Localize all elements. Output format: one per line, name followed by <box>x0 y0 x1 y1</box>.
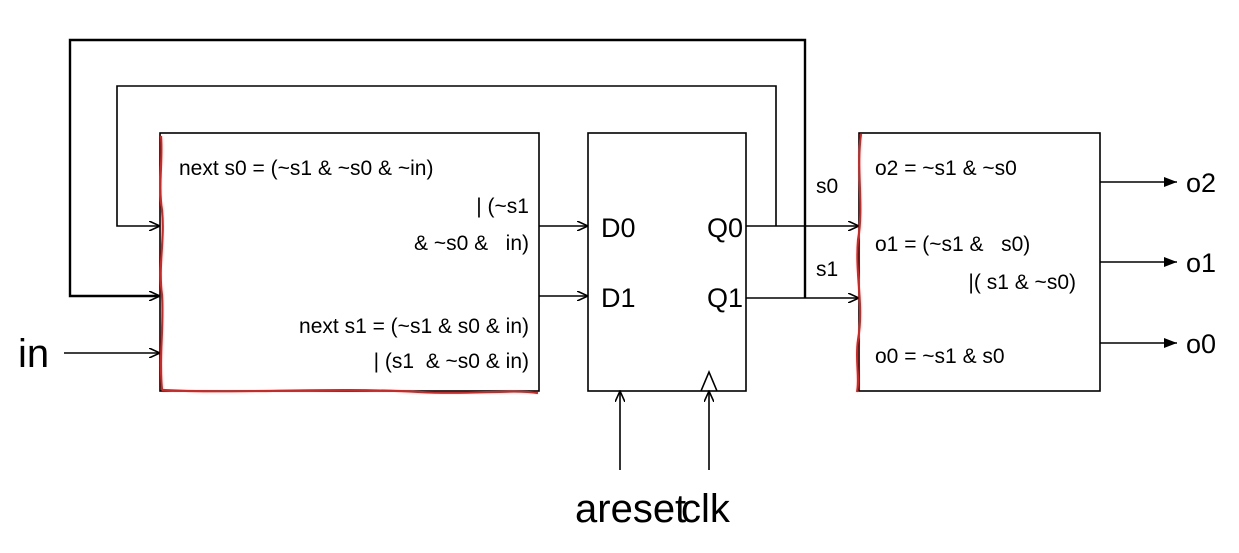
signal-s1-label: s1 <box>816 258 838 281</box>
red-annotation-right <box>855 133 863 393</box>
eq-s0-line2: | (~s1 <box>476 195 529 218</box>
output-o2-label: o2 <box>1186 168 1216 198</box>
clk-label: clk <box>681 487 731 531</box>
eq-o0: o0 = ~s1 & s0 <box>875 345 1005 368</box>
output-o0-label: o0 <box>1186 329 1216 359</box>
red-annotation-bottom <box>161 388 539 395</box>
pin-q1: Q1 <box>707 283 743 313</box>
signal-s0-label: s0 <box>816 175 838 198</box>
pin-d0: D0 <box>601 213 636 243</box>
eq-s1-line2: | (s1 & ~s0 & in) <box>374 350 529 373</box>
pin-d1: D1 <box>601 283 636 313</box>
eq-s1-line1: next s1 = (~s1 & s0 & in) <box>299 315 529 338</box>
eq-s0-line3: & ~s0 & in) <box>414 232 529 255</box>
flip-flop-box <box>587 132 747 392</box>
pin-q0: Q0 <box>707 213 743 243</box>
red-annotation-left <box>159 135 164 391</box>
eq-o1-line2: |( s1 & ~s0) <box>968 271 1076 294</box>
next-state-logic-box <box>159 132 540 392</box>
eq-o1-line1: o1 = (~s1 & s0) <box>875 233 1030 256</box>
eq-s0-line1: next s0 = (~s1 & ~s0 & ~in) <box>179 157 433 180</box>
clock-edge-icon <box>700 369 718 392</box>
feedback-wire-outer <box>68 38 807 298</box>
eq-o2: o2 = ~s1 & ~s0 <box>875 157 1017 180</box>
feedback-wire-inner <box>116 85 777 226</box>
output-o1-label: o1 <box>1186 248 1216 278</box>
areset-label: areset <box>575 487 686 531</box>
input-in-label: in <box>18 332 49 376</box>
output-logic-box <box>858 132 1101 392</box>
